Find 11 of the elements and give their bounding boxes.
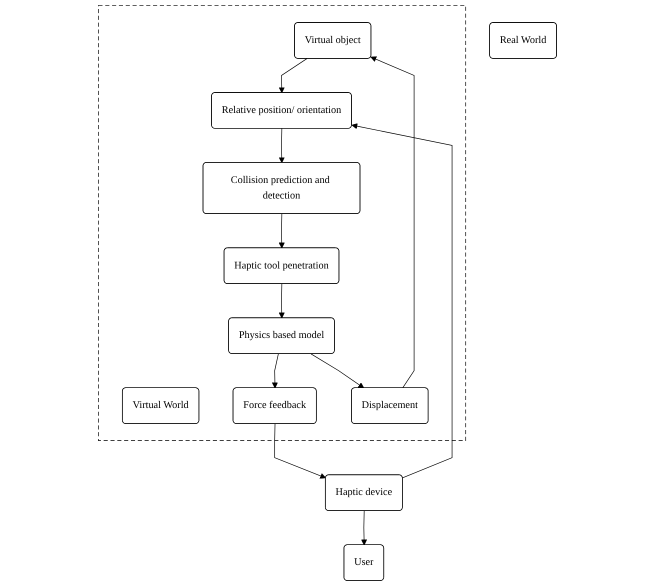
arrow [272, 354, 279, 388]
arrow [310, 354, 364, 388]
arrow [278, 58, 308, 94]
arrow [278, 284, 285, 318]
arrow [361, 510, 368, 546]
arrow [278, 214, 285, 248]
cluster [98, 5, 466, 441]
arrow [352, 123, 452, 478]
arrow [370, 56, 414, 388]
arrow [274, 424, 326, 479]
arrow [278, 128, 285, 164]
